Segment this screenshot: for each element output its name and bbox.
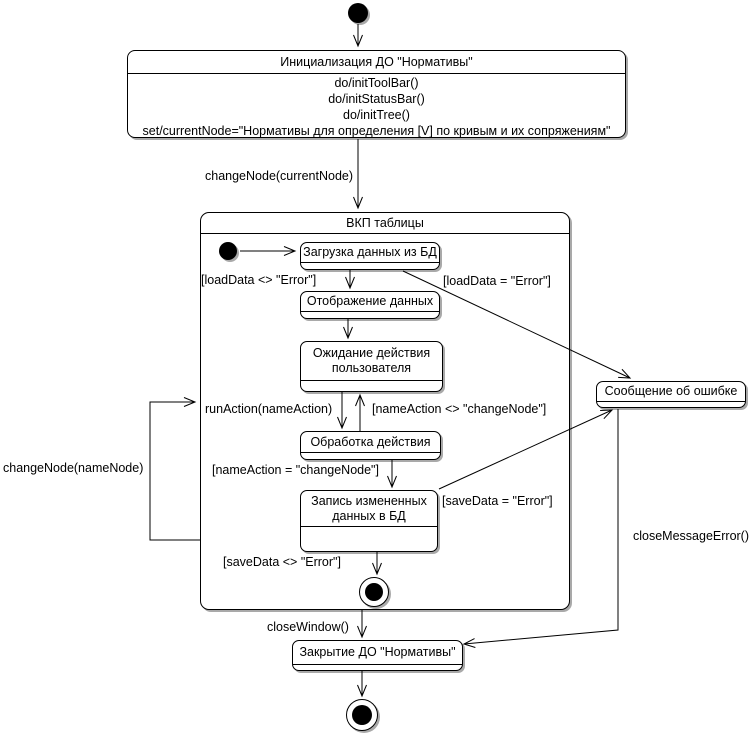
state-wait-user-empty-compartment [301,381,442,391]
action-init-toolbar: do/initToolBar() [334,76,419,90]
state-save-data-name: Запись измененных данных в БД [301,491,437,527]
state-display-data-name: Отображение данных [301,292,439,312]
state-error-message-empty-compartment [597,402,745,407]
inner-initial-state-icon [219,242,237,260]
action-set-currentnode: set/currentNode="Нормативы для определен… [142,124,611,138]
final-state-core [352,705,372,725]
state-wait-user: Ожидание действия пользователя [300,341,443,392]
guard-nameaction-not-changenode: [nameAction <> "changeNode"] [372,402,547,416]
event-changenode-namenode: changeNode(nameNode) [3,461,144,475]
event-closewindow: closeWindow() [267,620,349,634]
state-error-message-name: Сообщение об ошибке [597,382,745,402]
state-process-action-empty-compartment [301,453,440,459]
state-init-normativy: Инициализация ДО "Нормативы" do/initTool… [127,50,626,138]
event-runaction: runAction(nameAction) [205,402,333,416]
state-init-title: Инициализация ДО "Нормативы" [128,51,625,74]
state-init-actions: do/initToolBar() do/initStatusBar() do/i… [128,74,625,139]
action-init-statusbar: do/initStatusBar() [328,92,425,106]
guard-savedata-ok: [saveData <> "Error"] [223,555,341,569]
state-process-action-name: Обработка действия [301,432,440,453]
state-error-message: Сообщение об ошибке [596,381,746,408]
inner-final-state-icon [359,577,389,607]
transition-label-changenode-currentnode: changeNode(currentNode) [205,169,354,183]
state-vkp-table-title: ВКП таблицы [201,213,569,234]
guard-loaddata-ok: [loadData <> "Error"] [201,273,317,287]
state-load-data-empty-compartment [301,263,439,269]
state-load-data: Загрузка данных из БД [300,242,440,270]
state-close-normativy-name: Закрытие ДО "Нормативы" [293,641,462,665]
state-save-data: Запись измененных данных в БД [300,490,438,552]
action-init-tree: do/initTree() [343,108,410,122]
state-save-data-empty-compartment [301,527,437,551]
state-close-normativy-empty-compartment [293,665,462,670]
state-wait-user-name: Ожидание действия пользователя [301,342,442,381]
final-state-icon [346,699,378,731]
inner-final-state-core [365,583,383,601]
state-display-data: Отображение данных [300,291,440,319]
state-close-normativy: Закрытие ДО "Нормативы" [292,640,463,671]
guard-savedata-error: [saveData = "Error"] [442,494,553,508]
guard-loaddata-error: [loadData = "Error"] [443,274,551,288]
state-display-data-empty-compartment [301,312,439,318]
edge-composite-self-loop-changenode [149,397,200,541]
guard-nameaction-changenode: [nameAction = "changeNode"] [212,463,379,477]
event-closemessageerror: closeMessageError() [633,529,750,543]
state-load-data-name: Загрузка данных из БД [301,243,439,263]
state-process-action: Обработка действия [300,431,441,460]
initial-state-icon [348,3,368,23]
